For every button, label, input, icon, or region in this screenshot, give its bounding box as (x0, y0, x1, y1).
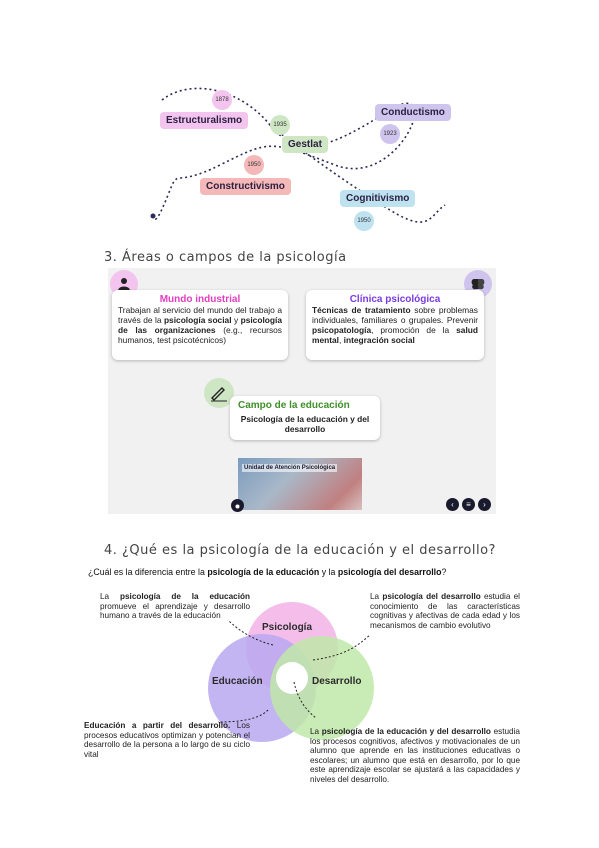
card-industrial-text: Trabajan al servicio del mundo del traba… (118, 305, 282, 345)
slide-prev-button[interactable]: ‹ (446, 498, 459, 511)
venn-label-educacion: Educación (212, 676, 263, 687)
card-educacion-text: Psicología de la educación y del desarro… (240, 414, 370, 434)
venn-circle-desarrollo (270, 636, 374, 740)
venn-text-bottom-left: Educación a partir del desarrollo. Los p… (84, 721, 250, 759)
venn-text-top-right: La psicología del desarrollo estudia el … (370, 592, 520, 630)
venn-label-desarrollo: Desarrollo (312, 676, 362, 687)
section-4-heading: 4. ¿Qué es la psicología de la educación… (104, 543, 496, 558)
difference-question: ¿Cuál es la diferencia entre la psicolog… (88, 567, 447, 577)
timeline-conductismo: Conductismo (375, 104, 451, 121)
timeline-estructuralismo: Estructuralismo (160, 112, 249, 129)
year-badge-cognitivismo: 1950 (354, 211, 374, 231)
year-badge-gestalt: 1935 (270, 115, 290, 135)
card-clinica-title: Clínica psicológica (349, 294, 441, 305)
thumbnail-label: Unidad de Atención Psicológica (242, 464, 338, 472)
venn-label-psicologia: Psicología (262, 622, 313, 633)
card-mundo-industrial: Mundo industrial Trabajan al servicio de… (112, 290, 288, 360)
year-badge-conductismo: 1923 (380, 124, 400, 144)
venn-diagram (208, 602, 374, 742)
venn-center (276, 662, 308, 694)
slide-home-button[interactable] (231, 499, 244, 512)
slide-menu-button[interactable]: ≡ (462, 498, 475, 511)
section-3-heading: 3. Áreas o campos de la psicología (104, 250, 347, 265)
card-campo-educacion: Campo de la educación Psicología de la e… (230, 396, 380, 440)
card-industrial-title: Mundo industrial (159, 294, 241, 305)
timeline-constructivismo: Constructivismo (200, 178, 291, 195)
venn-text-bottom-right: La psicología de la educación y del desa… (310, 727, 520, 784)
psychology-timeline: 1878 Estructuralismo 1935 Gestlat Conduc… (150, 70, 451, 231)
card-clinica-text: Técnicas de tratamiento sobre problemas … (312, 305, 478, 345)
timeline-cognitivismo: Cognitivismo (340, 190, 416, 207)
slide-next-button[interactable]: › (478, 498, 491, 511)
year-badge-estructuralismo: 1878 (212, 90, 232, 110)
card-clinica-psicologica: Clínica psicológica Técnicas de tratamie… (306, 290, 484, 360)
venn-text-top-left: La psicología de la educación promueve e… (100, 592, 250, 620)
timeline-gestalt: Gestlat (282, 136, 328, 153)
hand-writing-icon (204, 378, 234, 408)
year-badge-constructivismo: 1950 (244, 155, 264, 175)
card-educacion-title: Campo de la educación (238, 400, 350, 411)
paw-icon (235, 504, 240, 509)
unit-video-thumbnail[interactable]: Unidad de Atención Psicológica (238, 458, 362, 510)
